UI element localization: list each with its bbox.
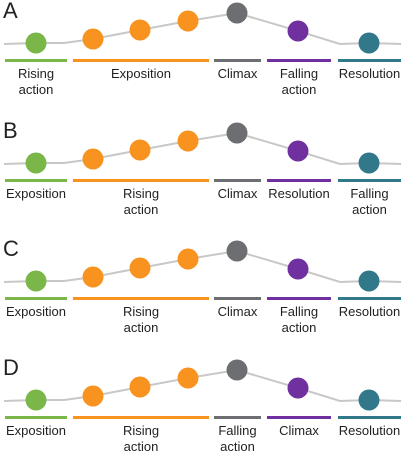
panel-letter: B [3, 118, 18, 143]
orange-segment-bar [73, 179, 209, 182]
gray-segment-label: Climax [217, 304, 258, 319]
orange-dot-3 [177, 248, 199, 270]
gray-dot [226, 2, 248, 24]
story-arc-line [3, 131, 402, 166]
teal-dot [358, 152, 380, 174]
green-segment-label: Exposition [6, 423, 66, 438]
panel-a: A Rising action Exposition Climax Falling ac… [0, 0, 405, 118]
orange-segment-bar [73, 59, 209, 62]
panel-d: D Exposition Rising action Falling action Cl… [0, 357, 405, 475]
green-segment-label: Rising action [17, 66, 55, 97]
teal-segment-bar [338, 59, 401, 62]
purple-segment-bar [267, 59, 331, 62]
teal-segment-label: Resolution [338, 304, 401, 319]
purple-segment-bar [267, 179, 331, 182]
purple-dot [287, 140, 309, 162]
green-dot [25, 270, 47, 292]
orange-segment-bar [73, 297, 209, 300]
teal-segment-label: Resolution [338, 423, 401, 438]
orange-segment-label: Rising action [122, 304, 160, 335]
orange-segment-bar [73, 416, 209, 419]
panel-c: C Exposition Rising action Climax Falling ac… [0, 238, 405, 356]
orange-segment-label: Rising action [122, 186, 160, 217]
gray-dot [226, 240, 248, 262]
gray-segment-bar [214, 297, 261, 300]
story-arc-line [3, 368, 402, 403]
purple-segment-bar [267, 416, 331, 419]
orange-segment-label: Rising action [122, 423, 160, 454]
teal-segment-bar [338, 297, 401, 300]
gray-segment-bar [214, 179, 261, 182]
gray-segment-label: Climax [217, 66, 258, 81]
purple-segment-label: Falling action [279, 304, 319, 335]
orange-dot-1 [82, 28, 104, 50]
orange-dot-3 [177, 10, 199, 32]
green-segment-bar [5, 297, 67, 300]
orange-dot-3 [177, 130, 199, 152]
teal-dot [358, 32, 380, 54]
teal-dot [358, 389, 380, 411]
teal-segment-bar [338, 179, 401, 182]
teal-segment-label: Resolution [338, 66, 401, 81]
orange-dot-3 [177, 367, 199, 389]
green-dot [25, 32, 47, 54]
panel-letter: C [3, 236, 19, 261]
gray-dot [226, 122, 248, 144]
orange-dot-1 [82, 148, 104, 170]
orange-dot-2 [129, 376, 151, 398]
orange-segment-label: Exposition [111, 66, 171, 81]
green-dot [25, 389, 47, 411]
panel-b: B Exposition Rising action Climax Resolution… [0, 120, 405, 238]
orange-dot-2 [129, 257, 151, 279]
plot-curve [3, 240, 402, 300]
green-segment-label: Exposition [6, 186, 66, 201]
plot-curve [3, 359, 402, 419]
teal-segment-bar [338, 416, 401, 419]
green-segment-bar [5, 59, 67, 62]
green-dot [25, 152, 47, 174]
gray-segment-bar [214, 416, 261, 419]
story-arc-line [3, 249, 402, 284]
green-segment-bar [5, 179, 67, 182]
panel-letter: A [3, 0, 18, 23]
teal-segment-label: Falling action [350, 186, 389, 217]
green-segment-bar [5, 416, 67, 419]
purple-dot [287, 20, 309, 42]
gray-segment-label: Climax [217, 186, 258, 201]
green-segment-label: Exposition [6, 304, 66, 319]
purple-dot [287, 377, 309, 399]
purple-segment-label: Resolution [268, 186, 330, 201]
purple-segment-label: Climax [279, 423, 319, 438]
plot-curve [3, 122, 402, 182]
gray-segment-label: Falling action [218, 423, 257, 454]
panel-letter: D [3, 355, 19, 380]
plot-curve [3, 2, 402, 62]
orange-dot-2 [129, 19, 151, 41]
purple-dot [287, 258, 309, 280]
orange-dot-1 [82, 385, 104, 407]
orange-dot-1 [82, 266, 104, 288]
story-arc-line [3, 11, 402, 46]
teal-dot [358, 270, 380, 292]
orange-dot-2 [129, 139, 151, 161]
purple-segment-bar [267, 297, 331, 300]
gray-dot [226, 359, 248, 381]
purple-segment-label: Falling action [279, 66, 319, 97]
gray-segment-bar [214, 59, 261, 62]
